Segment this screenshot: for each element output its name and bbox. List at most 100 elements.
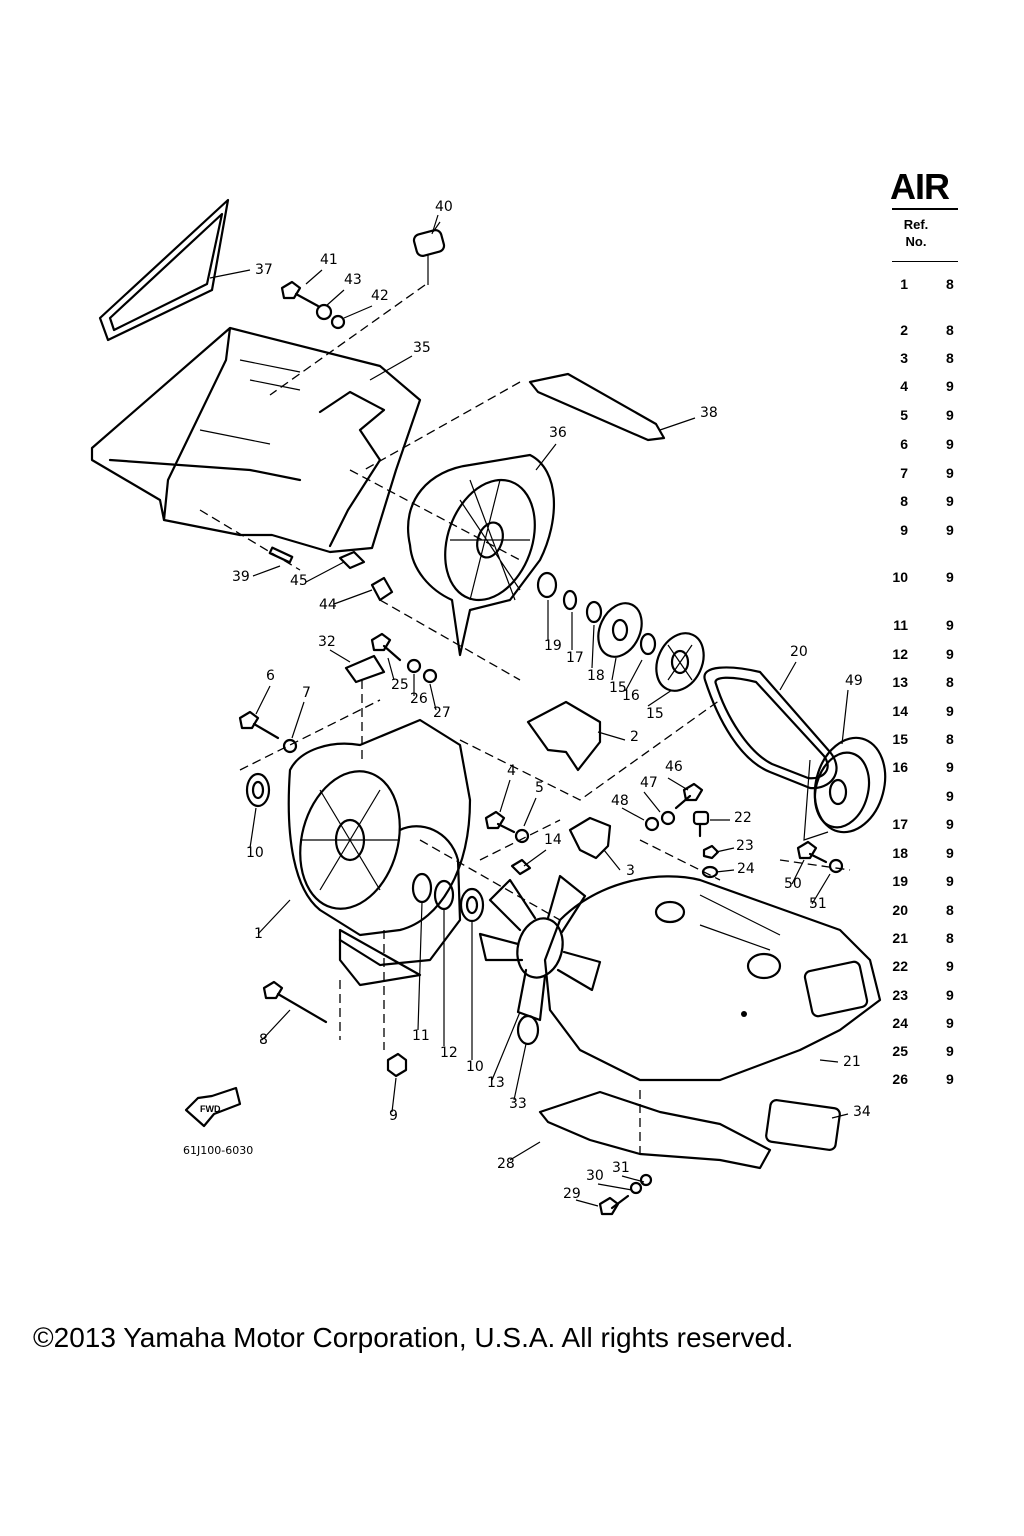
part-1-fan-case xyxy=(287,718,472,987)
ref-number: 5 xyxy=(900,407,908,423)
part-number-prefix: 8 xyxy=(946,902,954,918)
ref-number: 16 xyxy=(892,759,908,775)
section-title: AIR xyxy=(890,166,950,207)
leader-lines xyxy=(209,214,849,1207)
part-4-bolt xyxy=(484,810,516,834)
callout-number: 35 xyxy=(413,340,431,356)
callout-number: 27 xyxy=(433,705,451,721)
part-number-prefix: 9 xyxy=(946,522,954,538)
ref-number: 3 xyxy=(900,350,908,366)
callout-number: 25 xyxy=(391,677,409,693)
part-17-washer xyxy=(562,589,578,611)
part-2-duct xyxy=(526,700,602,772)
callout-number: 4 xyxy=(507,763,516,779)
ref-number: 21 xyxy=(892,930,908,946)
part-29-bolt xyxy=(598,1194,630,1216)
part-11-circlip xyxy=(411,872,433,904)
part-number-prefix: 9 xyxy=(946,873,954,889)
callout-number: 51 xyxy=(809,896,827,912)
part-19-collar xyxy=(536,571,558,599)
part-10-bearing xyxy=(245,772,271,808)
callout-number: 22 xyxy=(734,810,752,826)
part-number-prefix: 9 xyxy=(946,1015,954,1031)
callout-number: 10 xyxy=(466,1059,484,1075)
part-number-prefix: 9 xyxy=(946,845,954,861)
callout-number: 8 xyxy=(259,1032,268,1048)
ref-number: 2 xyxy=(900,322,908,338)
callout-number: 6 xyxy=(266,668,275,684)
callout-number: 45 xyxy=(290,573,308,589)
part-number-prefix: 9 xyxy=(946,378,954,394)
part-14-grommet xyxy=(510,858,532,876)
ref-number: 6 xyxy=(900,436,908,452)
ref-number: 18 xyxy=(892,845,908,861)
callout-number: 34 xyxy=(853,1104,871,1120)
part-number-prefix: 9 xyxy=(946,1071,954,1087)
ref-number: 8 xyxy=(900,493,908,509)
callout-number: 2 xyxy=(630,729,639,745)
ref-number: 1 xyxy=(900,276,908,292)
part-number-prefix: 9 xyxy=(946,407,954,423)
callout-number: 33 xyxy=(509,1096,527,1112)
part-8-bolt xyxy=(262,980,328,1024)
part-number-prefix: 9 xyxy=(946,646,954,662)
callout-number: 11 xyxy=(412,1028,430,1044)
callout-number: 16 xyxy=(622,688,640,704)
part-5-washer xyxy=(514,828,530,844)
table-row: 18 9 xyxy=(880,845,960,863)
part-36-fan-housing xyxy=(407,453,555,657)
part-22-bolt xyxy=(692,810,710,838)
callout-number: 18 xyxy=(587,668,605,684)
callout-number: 24 xyxy=(737,861,755,877)
part-46-bolt xyxy=(674,782,704,810)
part-42-washer xyxy=(330,314,346,330)
part-number-prefix: 9 xyxy=(946,788,954,804)
part-18-spacer xyxy=(585,600,603,624)
part-number-prefix: 9 xyxy=(946,816,954,832)
callout-number: 15 xyxy=(609,680,627,696)
part-number-prefix: 9 xyxy=(946,465,954,481)
ref-number: 14 xyxy=(892,703,908,719)
part-40-sensor xyxy=(412,221,446,285)
part-31-washer xyxy=(639,1173,653,1187)
part-15-pulley-half xyxy=(597,602,643,658)
callout-number: 17 xyxy=(566,650,584,666)
diagram-code: 61J100-6030 xyxy=(183,1144,254,1157)
part-49-pulley xyxy=(803,736,887,841)
part-12-washer xyxy=(433,879,455,911)
ref-header-line2: No. xyxy=(905,234,927,249)
part-27-washer xyxy=(422,668,438,684)
part-10-bearing-b xyxy=(459,887,485,923)
callout-number: 37 xyxy=(255,262,273,278)
callout-number: 1 xyxy=(254,926,263,942)
part-number-prefix: 8 xyxy=(946,350,954,366)
part-25-bolt xyxy=(370,632,402,662)
callout-number: 36 xyxy=(549,425,567,441)
part-26-washer xyxy=(406,658,422,674)
part-37-gasket xyxy=(98,198,230,342)
part-45-clip xyxy=(338,550,366,570)
table-row: 9 xyxy=(880,788,960,806)
part-20-belt xyxy=(703,666,838,790)
part-41-bolt xyxy=(280,280,320,308)
ref-header-line1: Ref. xyxy=(903,217,929,232)
callout-number: 10 xyxy=(246,845,264,861)
callout-number: 26 xyxy=(410,691,428,707)
fwd-arrow-icon: FWD xyxy=(184,1086,242,1128)
part-number-prefix: 8 xyxy=(946,322,954,338)
